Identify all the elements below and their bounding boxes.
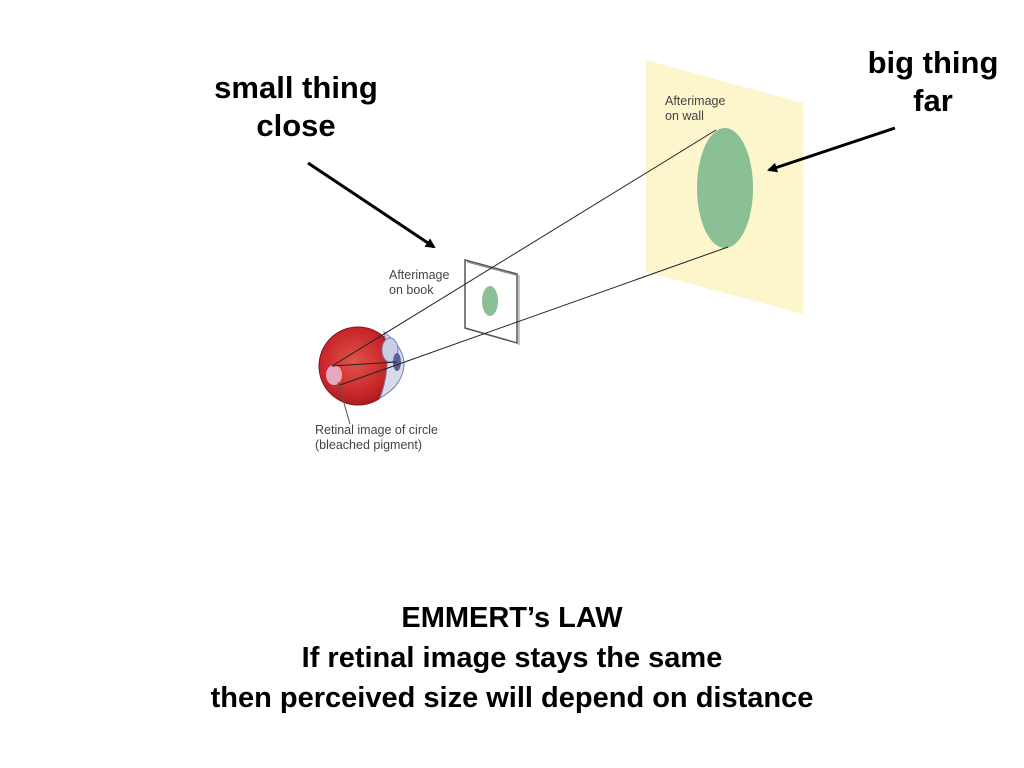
arrow-to-wall: [767, 126, 896, 173]
eye: [318, 326, 405, 406]
book-edge: [466, 261, 520, 277]
callout-small-line2: close: [256, 108, 336, 143]
footer-title: EMMERT’s LAW: [401, 602, 623, 634]
retinal-label-leader: [337, 381, 351, 425]
afterimage-on-wall: [697, 128, 753, 248]
label-wall-line1: Afterimage: [665, 94, 726, 108]
label-afterimage-on-wall: Afterimage on wall: [665, 94, 725, 124]
label-book-line2: on book: [389, 283, 434, 297]
callout-small-line1: small thing: [214, 70, 378, 105]
footer-line3: then perceived size will depend on dista…: [210, 682, 814, 714]
label-retinal-image: Retinal image of circle (bleached pigmen…: [315, 423, 438, 453]
callout-small-thing-close: small thing close: [196, 69, 396, 145]
label-retina-line2: (bleached pigment): [315, 438, 423, 452]
afterimage-on-book: [482, 286, 498, 316]
retinal-image: [326, 365, 342, 385]
footer-line2: If retinal image stays the same: [301, 642, 723, 674]
label-wall-line2: on wall: [665, 109, 704, 123]
arrow-to-book: [307, 161, 436, 249]
label-afterimage-on-book: Afterimage on book: [389, 268, 449, 298]
callout-big-line2: far: [913, 83, 953, 118]
sight-lines: [331, 129, 729, 386]
label-retina-line1: Retinal image of circle: [315, 423, 438, 437]
callout-big-line1: big thing: [867, 45, 999, 80]
footer-caption: EMMERT’s LAW If retinal image stays the …: [0, 598, 1024, 718]
label-book-line1: Afterimage: [389, 268, 450, 282]
callout-big-thing-far: big thing far: [838, 44, 1024, 120]
